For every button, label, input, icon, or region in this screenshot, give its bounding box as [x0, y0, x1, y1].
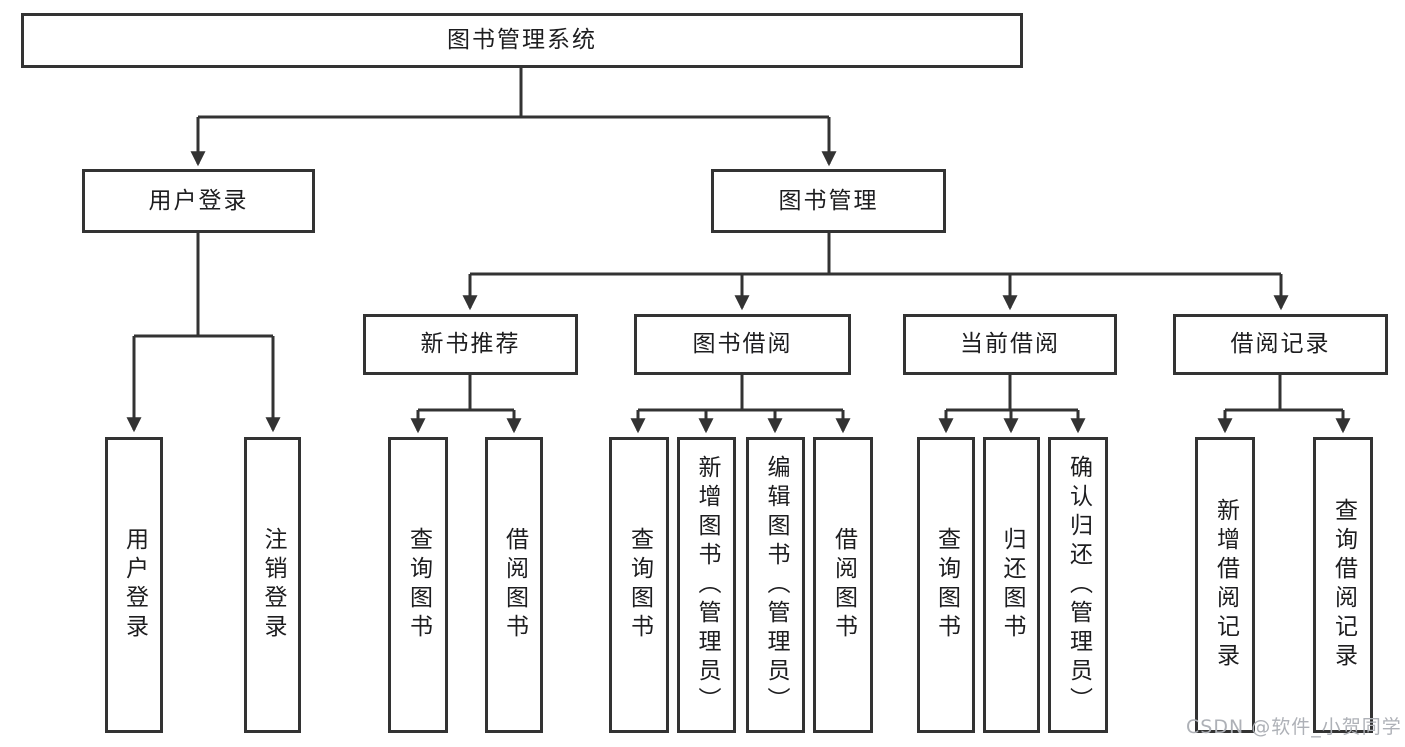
leaf-nbr-borrow-books: 借阅图书 — [485, 437, 543, 733]
node-current-borrow: 当前借阅 — [903, 314, 1117, 375]
connector-user-login — [134, 233, 273, 338]
leaf-bb-add-books: 新增图书（管理员） — [677, 437, 736, 733]
connector-root — [198, 68, 829, 119]
connector-book-mgmt — [470, 233, 1281, 276]
leaf-logout: 注销登录 — [244, 437, 301, 733]
node-new-book-rec: 新书推荐 — [363, 314, 578, 375]
leaf-br-query-record: 查询借阅记录 — [1313, 437, 1373, 733]
node-root: 图书管理系统 — [21, 13, 1023, 68]
connector-current-borrow — [946, 375, 1078, 412]
connector-book-borrow — [638, 375, 843, 412]
node-book-borrow: 图书借阅 — [634, 314, 851, 375]
watermark: CSDN @软件_小贺同学 — [1186, 716, 1402, 738]
leaf-cb-query-books: 查询图书 — [917, 437, 975, 733]
leaf-nbr-query-books: 查询图书 — [388, 437, 448, 733]
connector-new-book-rec — [418, 375, 514, 412]
leaf-cb-confirm-return: 确认归还（管理员） — [1048, 437, 1108, 733]
leaf-bb-borrow-books: 借阅图书 — [813, 437, 873, 733]
connector-borrow-records — [1225, 375, 1343, 412]
node-borrow-records: 借阅记录 — [1173, 314, 1388, 375]
leaf-cb-return-books: 归还图书 — [983, 437, 1040, 733]
leaf-bb-query-books: 查询图书 — [609, 437, 669, 733]
leaf-user-login: 用户登录 — [105, 437, 163, 733]
node-user-login: 用户登录 — [82, 169, 315, 233]
node-book-mgmt: 图书管理 — [711, 169, 946, 233]
leaf-br-add-record: 新增借阅记录 — [1195, 437, 1255, 733]
leaf-bb-edit-books: 编辑图书（管理员） — [746, 437, 805, 733]
